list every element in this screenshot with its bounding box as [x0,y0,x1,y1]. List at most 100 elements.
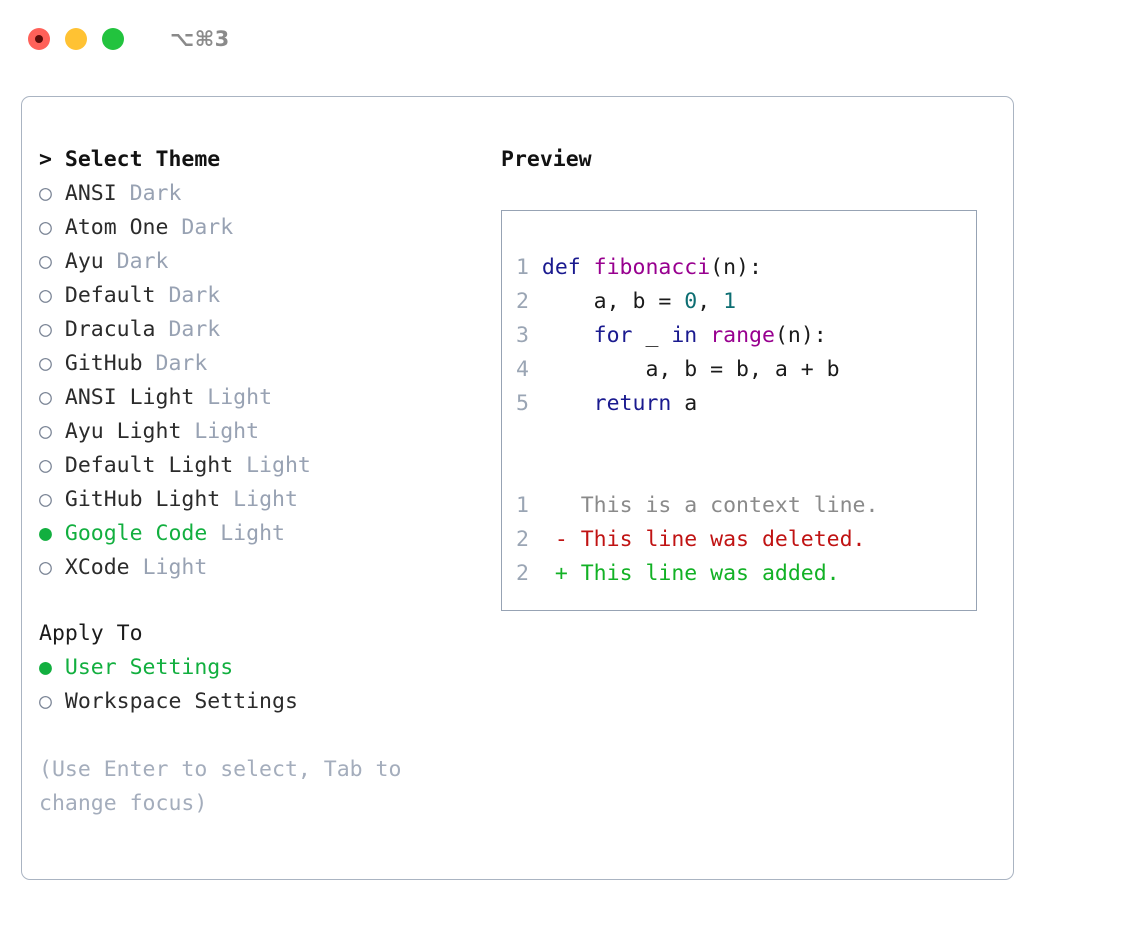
preview-heading: Preview [501,147,592,172]
radio-unselected-icon: ○ [39,181,52,206]
apply-to-heading: Apply To [39,621,143,646]
code-line: 5 return a [516,387,976,421]
theme-option-label: ANSI [51,181,117,206]
theme-option-label: ANSI Light [51,385,195,410]
radio-unselected-icon: ○ [39,283,52,308]
traffic-light-group [28,28,124,50]
theme-option[interactable]: ○ ANSI Dark [39,177,489,211]
title-bar: ⌥⌘3 [0,0,1140,78]
theme-option[interactable]: ○ GitHub Dark [39,347,489,381]
apply-to-option-label: Workspace Settings [51,689,298,714]
theme-option[interactable]: ○ Atom One Dark [39,211,489,245]
theme-option-tag: Dark [116,181,182,206]
theme-option-label: GitHub Light [51,487,221,512]
apply-to-option[interactable]: ● User Settings [39,651,489,685]
preview-column: Preview 1 def fibonacci(n):2 a, b = 0, 1… [501,143,1001,611]
code-token: in [671,323,698,348]
code-line: 2 a, b = 0, 1 [516,285,976,319]
theme-option-label: GitHub [51,351,143,376]
diff-line-text: - This line was deleted. [554,527,866,552]
diff-sample: 1 This is a context line.2 - This line w… [516,489,976,591]
code-line: 3 for _ in range(n): [516,319,976,353]
code-token: a [671,391,698,416]
theme-option-label: Ayu Light [51,419,182,444]
close-button[interactable] [28,28,50,50]
radio-unselected-icon: ○ [39,317,52,342]
apply-to-section: Apply To ● User Settings○ Workspace Sett… [39,617,489,719]
theme-option[interactable]: ○ Default Dark [39,279,489,313]
theme-option[interactable]: ○ ANSI Light Light [39,381,489,415]
diff-line-number: 2 [516,561,555,586]
theme-option-tag: Dark [155,283,221,308]
radio-unselected-icon: ○ [39,351,52,376]
maximize-button[interactable] [102,28,124,50]
diff-line-text: This is a context line. [554,493,879,518]
theme-list-heading: > Select Theme [39,147,221,172]
keyboard-shortcut-label: ⌥⌘3 [170,27,230,51]
theme-option-tag: Dark [103,249,169,274]
code-token: _ [632,323,672,348]
theme-option-tag: Light [181,419,260,444]
theme-option[interactable]: ○ Default Light Light [39,449,489,483]
diff-line: 2 - This line was deleted. [516,523,976,557]
code-token: fibonacci [593,255,711,280]
line-number: 3 [516,323,542,348]
theme-option-label: XCode [51,555,130,580]
theme-option[interactable]: ○ GitHub Light Light [39,483,489,517]
content-panel: > Select Theme ○ ANSI Dark○ Atom One Dar… [21,96,1014,880]
theme-option[interactable]: ○ Dracula Dark [39,313,489,347]
apply-to-option[interactable]: ○ Workspace Settings [39,685,489,719]
radio-unselected-icon: ○ [39,385,52,410]
code-token [697,323,710,348]
theme-option-tag: Dark [142,351,208,376]
code-token: a, b = b, a + b [541,357,840,382]
radio-unselected-icon: ○ [39,419,52,444]
code-token [542,323,594,348]
theme-list[interactable]: ○ ANSI Dark○ Atom One Dark○ Ayu Dark○ De… [39,177,489,585]
theme-option-label: Google Code [51,521,208,546]
preview-spacer [516,421,976,455]
code-token: 1 [723,289,737,314]
code-token: (n): [710,255,762,280]
radio-selected-icon: ● [39,521,52,546]
radio-unselected-icon: ○ [39,215,52,240]
theme-option-label: Atom One [51,215,169,240]
theme-option[interactable]: ○ XCode Light [39,551,489,585]
theme-option-tag: Light [129,555,208,580]
radio-unselected-icon: ○ [39,555,52,580]
line-number: 5 [516,391,542,416]
keyboard-hint-text: (Use Enter to select, Tab to change focu… [39,757,402,816]
theme-picker-column: > Select Theme ○ ANSI Dark○ Atom One Dar… [39,143,489,821]
radio-selected-icon: ● [39,655,52,680]
apply-to-option-label: User Settings [51,655,234,680]
code-token: for [593,323,633,348]
code-line: 4 a, b = b, a + b [516,353,976,387]
code-token [542,391,594,416]
theme-option[interactable]: ○ Ayu Light Light [39,415,489,449]
theme-option-tag: Light [207,521,285,546]
theme-option[interactable]: ○ Ayu Dark [39,245,489,279]
theme-option-label: Dracula [51,317,156,342]
line-number: 2 [516,289,542,314]
theme-option-label: Ayu [51,249,104,274]
radio-unselected-icon: ○ [39,689,52,714]
diff-line: 2 + This line was added. [516,557,976,591]
code-token: a, b = [541,289,685,314]
diff-line: 1 This is a context line. [516,489,976,523]
diff-line-text: + This line was added. [554,561,840,586]
code-token: , [697,289,724,314]
theme-option[interactable]: ● Google Code Light [39,517,489,551]
diff-line-number: 2 [516,527,555,552]
minimize-button[interactable] [65,28,87,50]
diff-line-number: 1 [516,493,555,518]
theme-option-tag: Dark [168,215,234,240]
apply-to-list[interactable]: ● User Settings○ Workspace Settings [39,651,489,719]
theme-option-label: Default Light [51,453,234,478]
theme-option-label: Default [51,283,156,308]
code-line: 1 def fibonacci(n): [516,251,976,285]
line-number: 1 [516,255,542,280]
radio-unselected-icon: ○ [39,487,52,512]
